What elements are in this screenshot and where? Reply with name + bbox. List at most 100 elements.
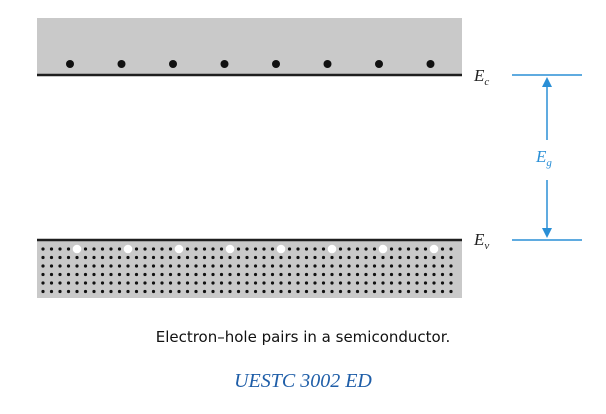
- valence-electron: [338, 281, 343, 285]
- valence-electron: [126, 281, 130, 285]
- valence-electron: [160, 247, 164, 251]
- valence-electron: [262, 272, 266, 277]
- ec-label-sub: c: [484, 76, 489, 88]
- valence-electron: [219, 289, 224, 294]
- valence-electron: [321, 247, 326, 251]
- valence-electron: [228, 264, 232, 268]
- valence-electron: [194, 281, 198, 285]
- valence-electron: [92, 281, 96, 285]
- valence-electron: [236, 264, 241, 268]
- valence-electron: [202, 289, 207, 294]
- valence-electron: [109, 247, 113, 251]
- valence-electron: [228, 289, 232, 294]
- valence-electron: [211, 247, 215, 251]
- valence-electron: [83, 264, 88, 268]
- valence-electron: [253, 255, 258, 260]
- valence-electron: [92, 255, 96, 260]
- valence-electron: [151, 289, 156, 294]
- conduction-electron: [169, 60, 177, 68]
- valence-electron: [381, 264, 385, 268]
- valence-electron: [262, 289, 266, 294]
- valence-electron: [100, 264, 105, 268]
- valence-electron: [440, 281, 445, 285]
- valence-electron: [440, 255, 445, 260]
- valence-electron: [355, 281, 360, 285]
- valence-electron: [270, 255, 275, 260]
- valence-electron: [109, 264, 113, 268]
- valence-electron: [143, 255, 147, 260]
- valence-electron: [287, 264, 292, 268]
- valence-electron: [296, 247, 300, 251]
- valence-electron: [449, 255, 453, 260]
- valence-electron: [253, 264, 258, 268]
- ec-label-main: E: [473, 66, 485, 85]
- valence-electron: [202, 264, 207, 268]
- valence-electron: [100, 281, 105, 285]
- valence-hole: [276, 244, 286, 254]
- valence-electron: [41, 264, 45, 268]
- valence-electron: [355, 255, 360, 260]
- valence-electron: [49, 255, 54, 260]
- conduction-band: [37, 18, 462, 75]
- valence-electron: [330, 289, 334, 294]
- valence-hole: [378, 244, 388, 254]
- valence-electron: [330, 255, 334, 260]
- valence-electron: [194, 247, 198, 251]
- valence-electron: [406, 281, 411, 285]
- valence-electron: [440, 272, 445, 277]
- valence-electron: [347, 255, 351, 260]
- valence-electron: [321, 272, 326, 277]
- conduction-electron: [117, 60, 126, 68]
- valence-electron: [296, 289, 300, 294]
- valence-electron: [440, 264, 445, 268]
- valence-electron: [372, 247, 377, 251]
- valence-electron: [389, 289, 394, 294]
- valence-electron: [126, 289, 130, 294]
- valence-electron: [245, 281, 249, 285]
- valence-electron: [160, 289, 164, 294]
- eg-label-main: E: [535, 147, 547, 166]
- valence-electron: [143, 272, 147, 277]
- footer-course-code: UESTC 3002 ED: [234, 370, 372, 392]
- valence-electron: [262, 255, 266, 260]
- valence-electron: [330, 281, 334, 285]
- valence-electron: [279, 264, 283, 268]
- valence-electron: [253, 247, 258, 251]
- valence-electron: [296, 281, 300, 285]
- valence-electron: [398, 247, 402, 251]
- valence-electron: [287, 281, 292, 285]
- valence-electron: [177, 281, 181, 285]
- valence-electron: [423, 255, 428, 260]
- valence-electron: [194, 255, 198, 260]
- valence-electron: [202, 272, 207, 277]
- ev-label-sub: v: [484, 240, 489, 252]
- valence-electron: [185, 289, 190, 294]
- valence-electron: [304, 264, 309, 268]
- valence-electron: [279, 281, 283, 285]
- arrow-down-icon: [542, 228, 552, 238]
- valence-electron: [389, 247, 394, 251]
- valence-electron: [304, 289, 309, 294]
- valence-electron: [245, 272, 249, 277]
- valence-hole: [174, 244, 184, 254]
- valence-electron: [389, 281, 394, 285]
- valence-electron: [49, 289, 54, 294]
- valence-electron: [117, 255, 122, 260]
- valence-electron: [406, 272, 411, 277]
- valence-electron: [185, 264, 190, 268]
- valence-electron: [313, 281, 317, 285]
- ec-label: Ec: [473, 66, 489, 88]
- valence-electron: [287, 247, 292, 251]
- valence-electron: [245, 247, 249, 251]
- valence-electron: [75, 264, 79, 268]
- valence-electron: [109, 289, 113, 294]
- valence-electron: [177, 255, 181, 260]
- valence-electron: [92, 272, 96, 277]
- valence-electron: [151, 272, 156, 277]
- valence-electron: [143, 289, 147, 294]
- valence-electron: [109, 281, 113, 285]
- valence-electron: [49, 272, 54, 277]
- valence-electron: [347, 289, 351, 294]
- valence-electron: [423, 272, 428, 277]
